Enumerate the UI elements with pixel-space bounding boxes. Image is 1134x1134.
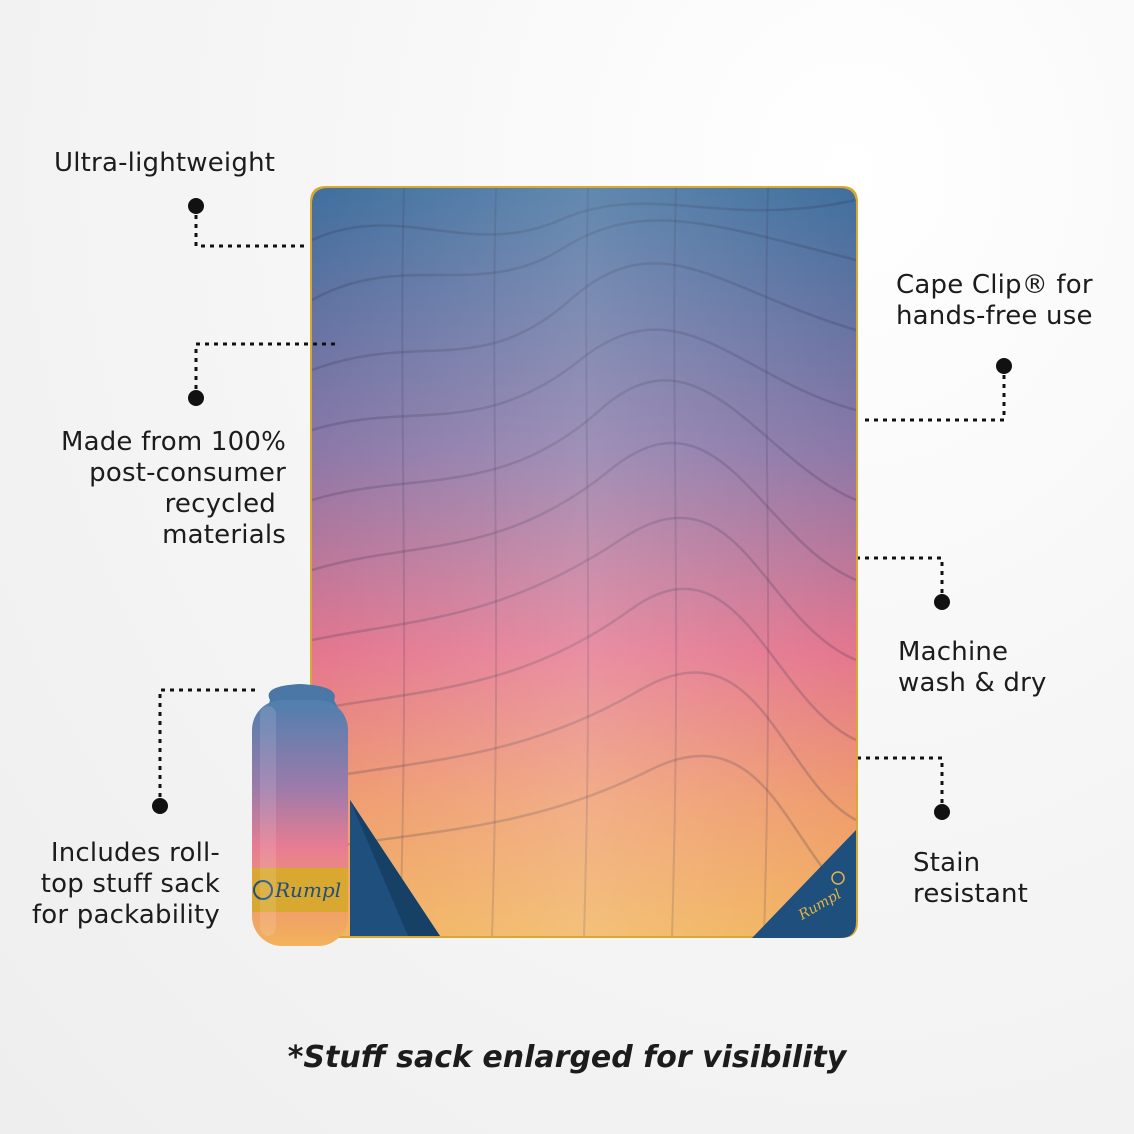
callout-machine-wash: Machine wash & dry: [898, 637, 1047, 699]
callout-recycled-line-3: recycled: [164, 489, 276, 519]
callout-cape-clip-line-1: Cape Clip® for: [896, 270, 1093, 300]
callout-recycled-line-4: materials: [162, 520, 286, 550]
dot-stain: [934, 804, 950, 820]
callout-stain: Stain resistant: [913, 848, 1028, 910]
callout-recycled: Made from 100% post-consumer recycled ma…: [40, 427, 286, 551]
dot-cape-clip: [996, 358, 1012, 374]
sack-logo-text: Rumpl: [274, 878, 341, 902]
corner-logo-icon: [831, 871, 845, 885]
callout-machine-wash-line-1: Machine: [898, 637, 1009, 667]
callout-stuff-sack: Includes roll- top stuff sack for packab…: [10, 838, 220, 931]
callout-ultralight: Ultra-lightweight: [54, 148, 276, 178]
dot-machine-wash: [934, 594, 950, 610]
callout-stain-line-2: resistant: [913, 879, 1029, 909]
corner-logo-patch: [752, 830, 856, 938]
callout-stuff-sack-line-3: for packability: [31, 900, 220, 930]
callout-stuff-sack-line-1: Includes roll-: [50, 838, 220, 868]
footnote: *Stuff sack enlarged for visibility: [287, 1040, 847, 1075]
callout-cape-clip: Cape Clip® for hands-free use: [896, 270, 1093, 332]
dot-recycled: [188, 390, 204, 406]
callout-stain-line-1: Stain: [913, 848, 981, 878]
callout-connectors: [158, 206, 1006, 812]
stuff-sack: Rumpl: [252, 684, 348, 946]
callout-machine-wash-line-2: wash & dry: [898, 668, 1047, 698]
callout-recycled-line-2: post-consumer: [89, 458, 286, 488]
callout-stuff-sack-line-2: top stuff sack: [40, 869, 220, 899]
callout-dots: [152, 198, 1012, 820]
sack-logo-icon: [253, 880, 273, 900]
callout-cape-clip-line-2: hands-free use: [896, 301, 1093, 331]
dot-stuff-sack: [152, 798, 168, 814]
callout-recycled-line-1: Made from 100%: [60, 427, 286, 457]
dot-ultralight: [188, 198, 204, 214]
blanket: Rumpl: [310, 186, 858, 938]
